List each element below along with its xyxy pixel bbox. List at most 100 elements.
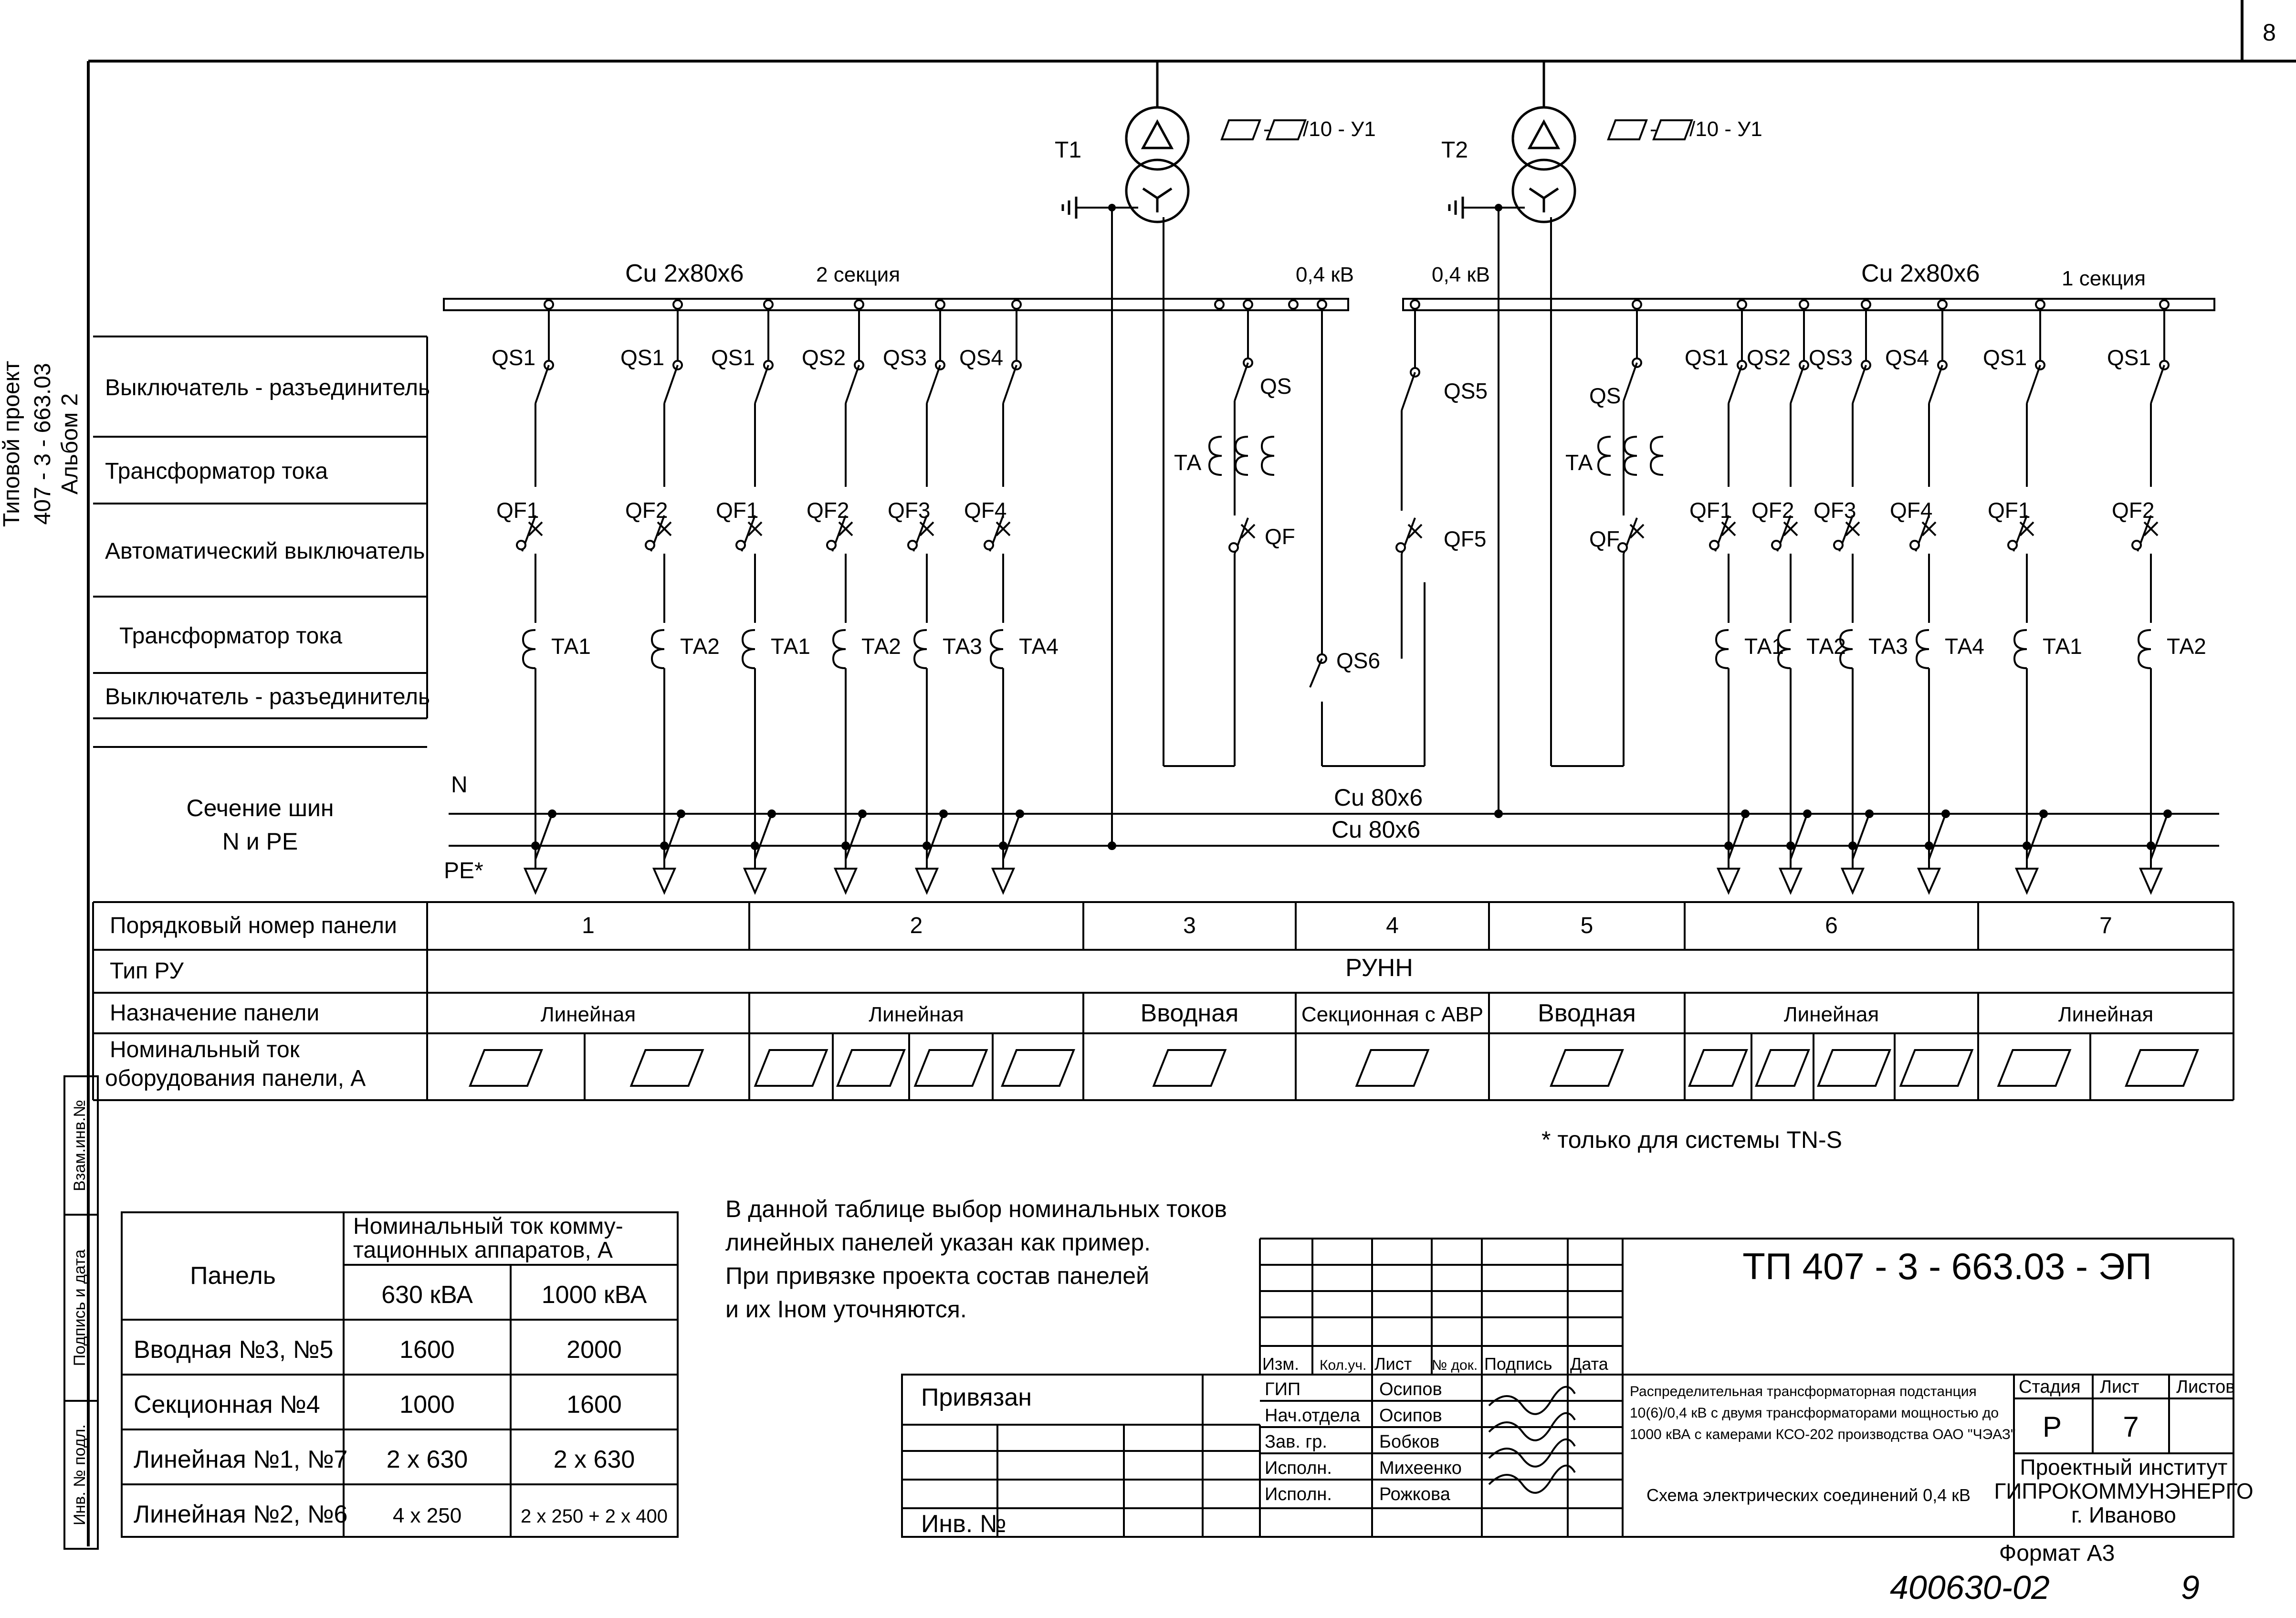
- breaker-label: QF1: [1988, 498, 2030, 523]
- ct-value: 1600: [566, 1391, 622, 1418]
- transformer-lv-winding: [1511, 158, 1576, 223]
- breaker-arc: [826, 540, 837, 550]
- row-label: Выключатель - разъединитель: [105, 684, 430, 710]
- panel-number: 6: [1825, 913, 1838, 938]
- sheet-number: 8: [2263, 19, 2276, 46]
- signer-name: Михеенко: [1379, 1458, 1462, 1478]
- rating-box: [1220, 119, 1261, 140]
- organization: Проектный институт: [2020, 1455, 2228, 1480]
- panel-number: 4: [1386, 913, 1399, 938]
- n-link: [1852, 813, 1870, 860]
- bus-tap: [1632, 299, 1642, 310]
- table-row-header: Назначение панели: [110, 1000, 319, 1026]
- side-stamp-cell: Инв. № подл.: [71, 1424, 89, 1525]
- handwritten-signature: [1488, 1386, 1576, 1415]
- ct-coil: [1777, 629, 1791, 669]
- disconnector-blade: [2026, 365, 2041, 404]
- disconnector-blade: [926, 365, 941, 404]
- row-label: Трансформатор тока: [119, 623, 342, 649]
- ct-coil: [1915, 629, 1929, 669]
- n-junction: [677, 809, 685, 818]
- drawing-code: ТП 407 - 3 - 663.03 - ЭП: [1742, 1245, 2152, 1287]
- ct-coil: [1208, 436, 1222, 476]
- disconnector-blade: [1790, 365, 1805, 404]
- breaker-label: QF: [1589, 526, 1620, 551]
- panel-purpose: Вводная: [1141, 999, 1239, 1027]
- current-placeholder: [1152, 1049, 1227, 1087]
- breaker-cross: [747, 521, 763, 536]
- pe-junction: [923, 841, 931, 850]
- pe-junction: [841, 841, 850, 850]
- load-arrow: [652, 868, 677, 895]
- ct-coil: [2137, 629, 2151, 669]
- ct-col-head: 630 кВА: [381, 1281, 473, 1309]
- breaker-label: QF1: [716, 498, 758, 523]
- title-col-head: Изм.: [1262, 1354, 1299, 1374]
- disconnector-blade: [663, 365, 679, 404]
- breaker-cross: [2143, 521, 2159, 536]
- panel-number: 1: [582, 913, 595, 938]
- title-col-head: № док.: [1432, 1357, 1478, 1373]
- handwritten-page: 9: [2181, 1569, 2200, 1606]
- disconnector-blade: [845, 365, 860, 404]
- breaker-cross: [1845, 521, 1860, 536]
- panel-purpose: Линейная: [541, 1003, 636, 1026]
- breaker-arc: [516, 540, 526, 550]
- ct-header: тационных аппаратов, А: [353, 1238, 613, 1263]
- ct-coil: [1649, 436, 1664, 476]
- panel-number: 5: [1581, 913, 1594, 938]
- n-junction: [1803, 809, 1812, 818]
- example-note: При привязке проекта состав панелей: [725, 1262, 1149, 1289]
- breaker-cross: [657, 521, 672, 536]
- current-placeholder: [1899, 1049, 1974, 1087]
- breaker-cross: [1407, 524, 1423, 539]
- breaker-arc: [907, 540, 918, 550]
- breaker-arc: [1228, 542, 1239, 553]
- disconnector-label: QS1: [711, 345, 755, 370]
- ct-coil: [741, 629, 755, 669]
- stage-head: Листов: [2176, 1377, 2235, 1397]
- bus-tap: [2035, 299, 2045, 310]
- role-label: Зав. гр.: [1265, 1432, 1327, 1452]
- panel-number: 7: [2099, 913, 2112, 938]
- n-junction: [1865, 809, 1874, 818]
- role-label: Исполн.: [1265, 1484, 1332, 1504]
- load-arrow: [914, 868, 939, 895]
- ct-label: ТА4: [1019, 634, 1059, 659]
- role-label: Исполн.: [1265, 1458, 1332, 1478]
- load-arrow: [991, 868, 1016, 895]
- breaker-cross: [996, 521, 1011, 536]
- disconnector-blade: [1401, 372, 1416, 411]
- breaker-arc: [1709, 540, 1719, 550]
- disconnector-blade: [1623, 362, 1638, 401]
- bus-tap: [672, 299, 683, 310]
- sheet-format: Формат А3: [1999, 1541, 2115, 1566]
- breaker-arc: [1395, 542, 1406, 553]
- pe-junction: [1848, 841, 1857, 850]
- ct-label: ТА2: [1806, 634, 1846, 659]
- sheet-description: Распределительная трансформаторная подст…: [1630, 1384, 1977, 1399]
- rating-box: [1266, 119, 1307, 140]
- load-arrow: [1840, 868, 1865, 895]
- breaker-label: QF4: [964, 498, 1006, 523]
- disconnector-blade: [1852, 365, 1867, 404]
- breaker-arc: [1909, 540, 1920, 550]
- transformer-rating: /10 - У1: [1303, 117, 1376, 141]
- breaker-cross: [528, 521, 543, 536]
- table-row-header: Номинальный ток: [110, 1037, 300, 1062]
- signer-name: Рожкова: [1379, 1484, 1451, 1504]
- n-link: [1790, 813, 1808, 860]
- title-col-head: Дата: [1570, 1354, 1609, 1374]
- row-label: Автоматический выключатель: [105, 539, 425, 564]
- load-arrow: [743, 868, 767, 895]
- neutral-label: Сечение шин: [186, 795, 334, 821]
- tn-s-note: * только для системы TN-S: [1541, 1126, 1842, 1153]
- ct-coil: [650, 629, 665, 669]
- transformer-rating: /10 - У1: [1689, 117, 1762, 141]
- breaker-label: QF2: [625, 498, 668, 523]
- transformer-label: Т1: [1055, 137, 1081, 163]
- breaker-arc: [984, 540, 994, 550]
